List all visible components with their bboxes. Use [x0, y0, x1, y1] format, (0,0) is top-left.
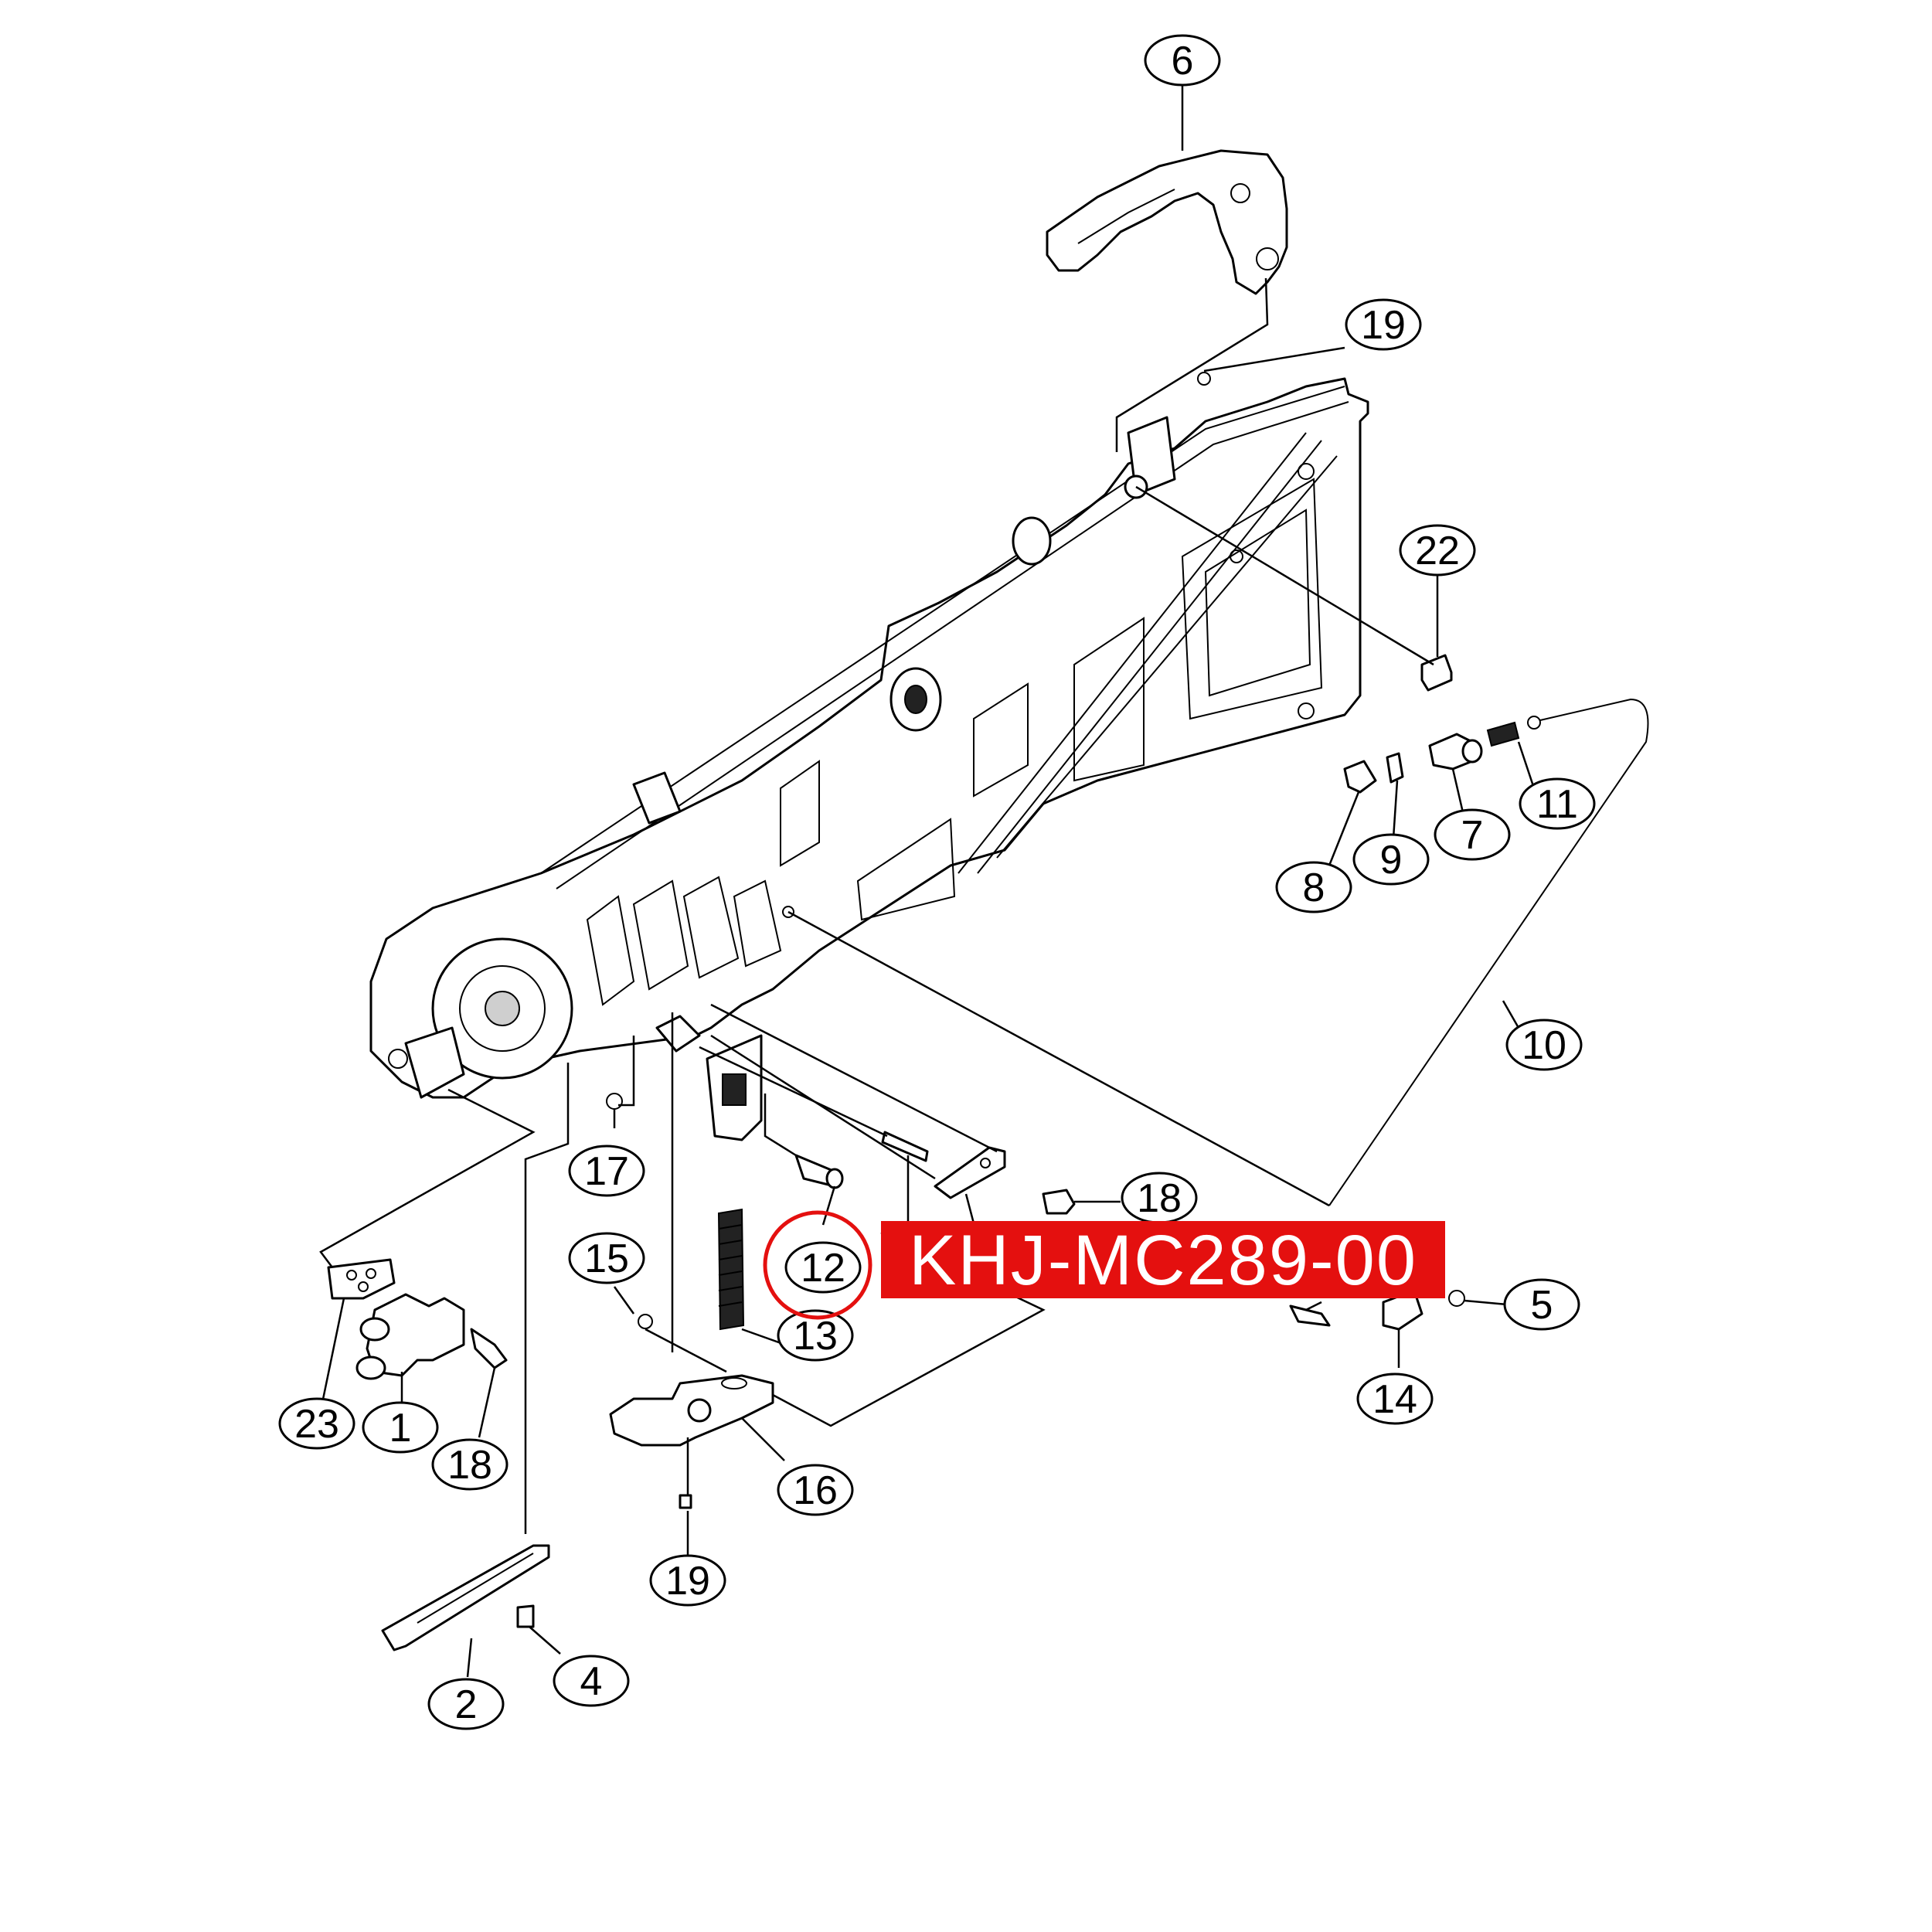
- callout-9: 9: [1352, 833, 1430, 886]
- pin-19-bottom: [679, 1494, 692, 1509]
- guide-block-1: [355, 1293, 465, 1380]
- ering-15: [638, 1314, 653, 1329]
- screw-18-left: [470, 1328, 508, 1369]
- screw-4: [516, 1604, 535, 1628]
- callout-7: 7: [1434, 808, 1511, 861]
- callout-16: 16: [777, 1464, 854, 1516]
- highlight-ring: [763, 1210, 872, 1320]
- svg-text:7: 7: [1461, 813, 1484, 858]
- callout-22: 22: [1399, 524, 1476, 577]
- plate-23: [327, 1258, 396, 1300]
- svg-text:10: 10: [1522, 1023, 1566, 1068]
- handle-part: [1046, 149, 1288, 295]
- slider-2: [381, 1544, 550, 1651]
- callout-11: 11: [1519, 777, 1596, 830]
- svg-text:15: 15: [584, 1236, 629, 1281]
- wire-10: [1328, 698, 1649, 1206]
- callout-17: 17: [568, 1145, 645, 1197]
- feeder-body: [369, 377, 1369, 1141]
- part-code-banner: KHJ-MC289-00: [881, 1221, 1445, 1300]
- screw-18-right: [1042, 1189, 1076, 1215]
- svg-text:22: 22: [1415, 529, 1460, 573]
- svg-text:8: 8: [1303, 866, 1325, 910]
- shaft-12: [794, 1154, 844, 1189]
- knob-7: [1428, 733, 1483, 770]
- callout-8: 8: [1275, 861, 1352, 913]
- spring-11: [1486, 721, 1520, 747]
- callout-2: 2: [427, 1678, 505, 1730]
- part-code-label: KHJ-MC289-00: [909, 1221, 1417, 1300]
- svg-text:17: 17: [584, 1149, 629, 1194]
- screw-5: [1448, 1290, 1465, 1307]
- callout-19-bottom: 19: [649, 1554, 726, 1607]
- lever-part: [934, 1146, 1006, 1199]
- callout-19-top: 19: [1345, 298, 1422, 351]
- pin-rod: [881, 1131, 929, 1162]
- lever-16: [609, 1374, 774, 1447]
- svg-text:6: 6: [1172, 39, 1194, 83]
- svg-text:23: 23: [294, 1402, 339, 1447]
- svg-text:1: 1: [389, 1406, 412, 1451]
- svg-text:18: 18: [1137, 1176, 1182, 1221]
- svg-text:12: 12: [801, 1246, 845, 1291]
- clip-9: [1386, 752, 1404, 784]
- svg-text:14: 14: [1372, 1377, 1417, 1422]
- callout-13: 13: [777, 1309, 854, 1362]
- svg-text:16: 16: [793, 1468, 838, 1513]
- svg-text:11: 11: [1536, 782, 1578, 827]
- callout-12: 12: [784, 1241, 862, 1294]
- svg-text:19: 19: [1361, 303, 1406, 348]
- svg-text:4: 4: [580, 1659, 603, 1704]
- spring-13: [717, 1208, 745, 1331]
- callout-5: 5: [1503, 1278, 1580, 1331]
- svg-text:2: 2: [455, 1682, 478, 1727]
- callout-1: 1: [362, 1401, 439, 1454]
- svg-text:9: 9: [1380, 838, 1403, 883]
- svg-text:19: 19: [665, 1559, 710, 1604]
- callout-14: 14: [1356, 1372, 1434, 1425]
- svg-text:18: 18: [447, 1443, 492, 1488]
- clip-8: [1343, 760, 1377, 794]
- callout-18-right: 18: [1121, 1172, 1198, 1224]
- callout-4: 4: [553, 1655, 630, 1707]
- callout-15: 15: [568, 1232, 645, 1284]
- callout-18-left: 18: [431, 1438, 509, 1491]
- callout-6: 6: [1144, 34, 1221, 87]
- svg-text:13: 13: [793, 1314, 838, 1359]
- callout-23: 23: [278, 1397, 355, 1450]
- ering-17: [606, 1093, 623, 1110]
- stud-part: [1289, 1304, 1331, 1327]
- callout-10: 10: [1505, 1019, 1583, 1071]
- pin-19-top: [1197, 372, 1211, 386]
- svg-text:5: 5: [1531, 1283, 1553, 1328]
- pin-22: [1420, 654, 1453, 692]
